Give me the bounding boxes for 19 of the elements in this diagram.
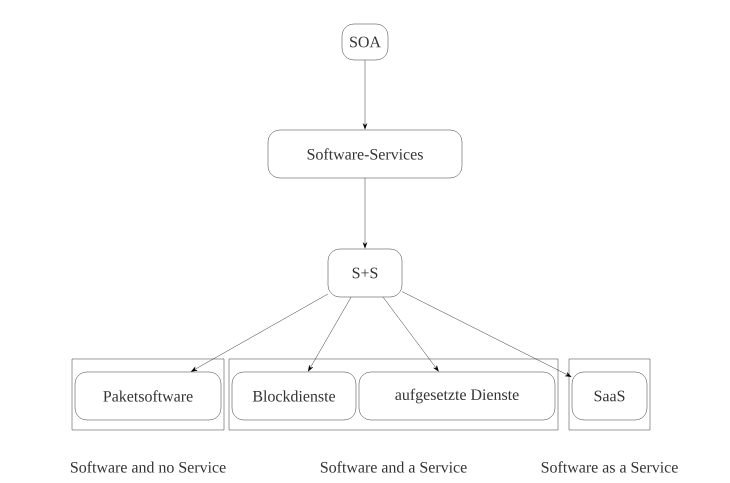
group-box <box>568 358 650 430</box>
arrow <box>190 294 328 372</box>
process-box: S+S <box>328 248 402 298</box>
process-box: SaaS <box>572 372 648 420</box>
process-box: Blockdienste <box>232 372 356 420</box>
arrow <box>308 297 352 372</box>
process-box: Paketsoftware <box>74 372 222 420</box>
group-box <box>72 358 224 430</box>
arrow <box>362 60 368 130</box>
arrow <box>382 297 439 372</box>
group-caption: Software and a Service <box>320 461 467 473</box>
process-box: aufgesetzte Dienste <box>358 372 556 420</box>
group-box <box>228 358 558 430</box>
arrow <box>362 178 368 248</box>
group-caption: Software as a Service <box>542 461 678 473</box>
arrow <box>402 291 572 377</box>
process-box: Software-Services <box>268 130 462 178</box>
group-caption: Software and no Service <box>70 461 226 473</box>
process-box: SOA <box>342 24 388 60</box>
